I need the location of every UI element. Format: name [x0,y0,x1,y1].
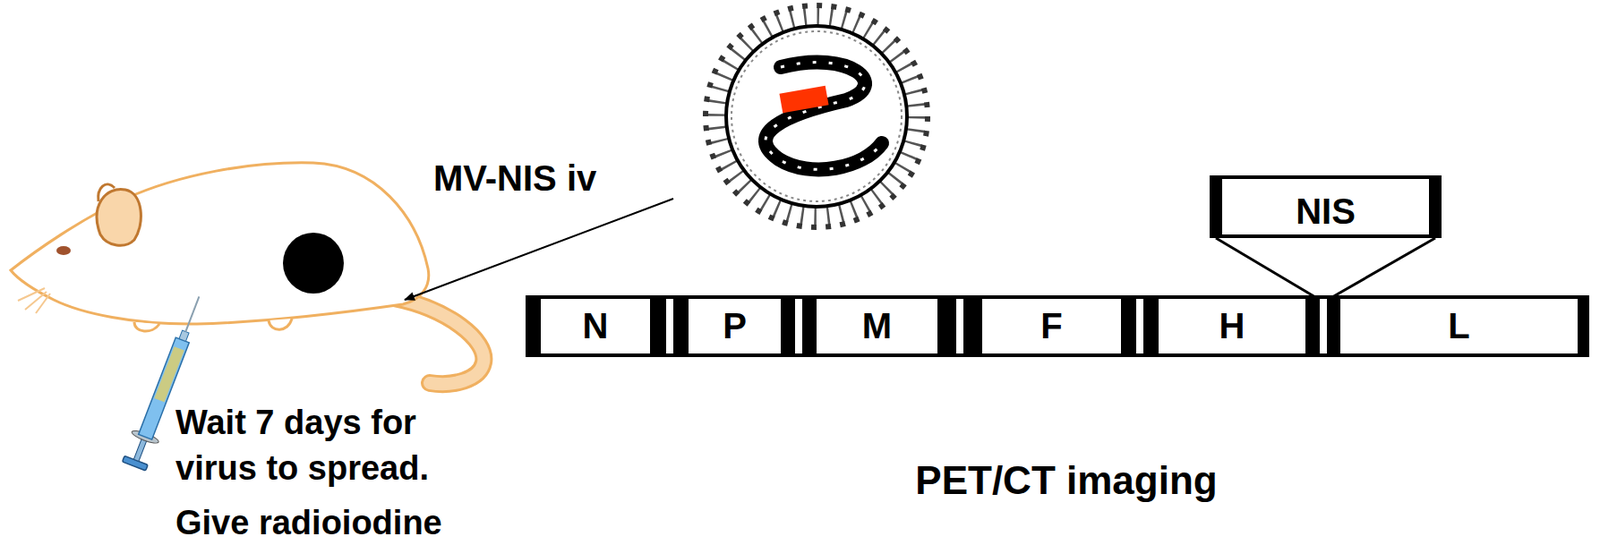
syringe [120,291,214,472]
gene-segment: P [688,299,781,354]
insert-box: NIS [1209,175,1442,239]
route-label: MV-NIS iv [433,157,597,199]
gene-segment: F [982,299,1121,354]
gene-segment: H [1158,299,1306,354]
mouse-illustration [10,162,484,385]
insertion-line [1215,238,1316,298]
segment-label: H [1219,306,1246,347]
step-note: Wait 7 days for virus to spread. [175,400,471,492]
gene-segment: N [540,299,651,354]
segment-label: M [862,306,892,347]
segment-label: L [1447,306,1470,347]
segment-label: F [1040,306,1062,347]
insertion-line [1332,238,1436,298]
measles-virus [705,5,928,228]
gene-segment: M [816,299,938,354]
tumor [282,232,344,294]
segment-label: P [722,306,747,347]
step-note: Give radioiodine [175,504,443,542]
injection-arrow [404,198,674,300]
imaging-label: PET/CT imaging [887,458,1246,504]
segment-label: NIS [1295,191,1356,232]
segment-label: N [582,306,609,347]
gene-segment: L [1340,299,1578,354]
genome-bar [525,295,1590,358]
